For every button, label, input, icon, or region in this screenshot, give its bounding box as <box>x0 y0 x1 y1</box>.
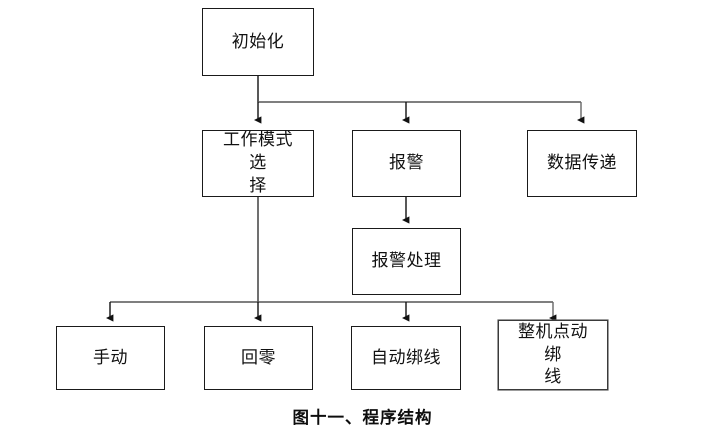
node-machine-jog-wire-binding-label-line1: 整机点动绑 <box>518 321 588 365</box>
node-auto-wire-binding[interactable]: 自动绑线 <box>351 326 461 390</box>
node-manual[interactable]: 手动 <box>56 326 165 390</box>
node-auto-wire-binding-label: 自动绑线 <box>371 347 441 368</box>
edge-init-to-bus <box>253 75 585 124</box>
node-return-to-zero-label: 回零 <box>241 347 276 368</box>
node-work-mode-selection-label-line1: 工作模式选 <box>223 130 293 174</box>
node-data-transfer[interactable]: 数据传递 <box>527 130 637 197</box>
node-machine-jog-wire-binding[interactable]: 整机点动绑 线 <box>498 320 608 390</box>
node-alarm-handling[interactable]: 报警处理 <box>352 228 461 295</box>
figure-caption: 图十一、程序结构 <box>292 408 433 427</box>
node-initialization-label: 初始化 <box>231 31 285 52</box>
node-work-mode-selection-label-line2: 择 <box>249 175 267 196</box>
node-alarm-handling-label: 报警处理 <box>371 251 442 272</box>
node-work-mode-selection[interactable]: 工作模式选 择 <box>202 130 314 197</box>
node-alarm[interactable]: 报警 <box>352 130 461 197</box>
node-machine-jog-wire-binding-label-line2: 线 <box>544 367 562 388</box>
edge-workmode-to-bottom-bus <box>105 196 557 322</box>
node-data-transfer-label: 数据传递 <box>547 153 617 174</box>
node-alarm-label: 报警 <box>389 153 424 174</box>
node-return-to-zero[interactable]: 回零 <box>204 326 313 390</box>
node-manual-label: 手动 <box>93 347 128 368</box>
node-initialization[interactable]: 初始化 <box>202 8 314 76</box>
